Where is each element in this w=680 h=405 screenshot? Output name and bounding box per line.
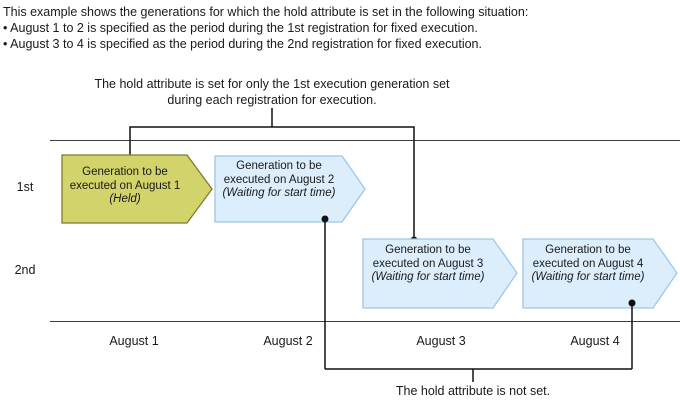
- generation-title-line: Generation to be: [385, 244, 471, 256]
- pointer-dot-august-4: [628, 299, 636, 307]
- generation-title-line: Generation to be: [82, 166, 168, 178]
- generation-border-august-3: [362, 238, 518, 309]
- generation-status: (Held): [109, 193, 141, 205]
- generation-border-august-4: [522, 238, 678, 309]
- bottom-callout: The hold attribute is not set.: [395, 384, 551, 398]
- top-callout-line-1: The hold attribute is set for only the 1…: [94, 77, 450, 91]
- intro-bullet-2: • August 3 to 4 is specified as the peri…: [3, 37, 482, 51]
- generation-title-line: executed on August 1: [69, 179, 181, 192]
- intro-bullet-1: • August 1 to 2 is specified as the peri…: [3, 21, 478, 35]
- generation-august-1: Generation to be executed on August 1 (H…: [64, 166, 186, 207]
- top-callout: The hold attribute is set for only the 1…: [62, 76, 482, 108]
- generation-status: (Waiting for start time): [531, 271, 645, 283]
- generation-title-line: Generation to be: [545, 244, 631, 256]
- timeline-label-august-4: August 4: [570, 334, 620, 348]
- generation-august-3: Generation to be executed on August 3 (W…: [367, 244, 489, 285]
- generation-title-line: Generation to be: [236, 160, 322, 172]
- generation-shape-august-2: [215, 156, 365, 222]
- timeline-label-august-1: August 1: [109, 334, 159, 348]
- row-label-2nd: 2nd: [14, 263, 36, 277]
- generation-august-4: Generation to be executed on August 4 (W…: [527, 244, 649, 285]
- generation-title-line: executed on August 2: [223, 173, 335, 186]
- generation-title-line: executed on August 3: [372, 257, 484, 270]
- top-callout-bracket-line: [129, 126, 415, 240]
- generation-title-line: executed on August 4: [532, 257, 644, 270]
- generation-shape-august-4: [523, 239, 677, 308]
- timeline-label-august-3: August 3: [416, 334, 466, 348]
- generation-status: (Waiting for start time): [222, 187, 336, 199]
- generation-status: (Waiting for start time): [371, 271, 485, 283]
- generation-border-august-1: [61, 154, 213, 224]
- generation-shape-august-1: [62, 155, 212, 223]
- intro-line: This example shows the generations for w…: [3, 5, 529, 19]
- row-label-1st: 1st: [16, 180, 34, 194]
- timeline-label-august-2: August 2: [263, 334, 313, 348]
- generation-august-2: Generation to be executed on August 2 (W…: [218, 160, 340, 201]
- top-callout-line-2: during each registration for execution.: [167, 93, 377, 107]
- intro-text: This example shows the generations for w…: [3, 4, 677, 52]
- generation-shape-august-3: [363, 239, 517, 308]
- pointer-dot-august-2: [321, 215, 329, 223]
- generation-border-august-2: [214, 155, 366, 223]
